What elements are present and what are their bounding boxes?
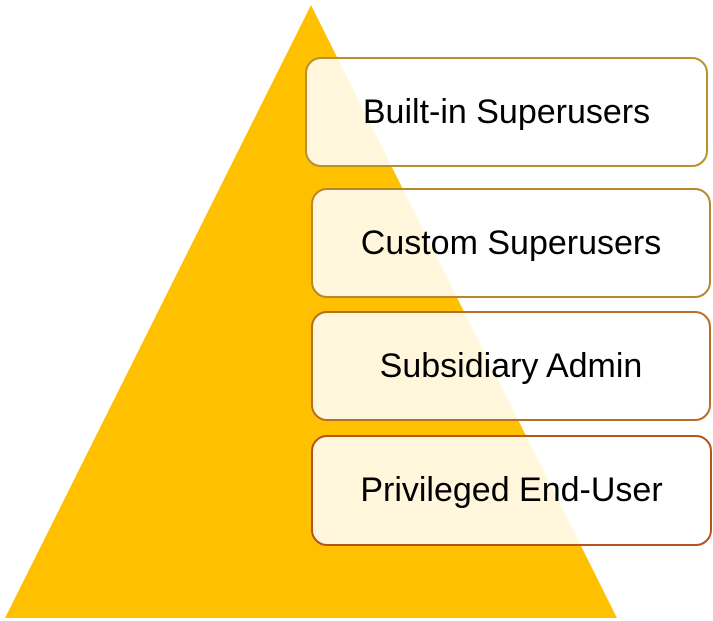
level-built-in-superusers: Built-in Superusers (305, 57, 708, 167)
level-label: Privileged End-User (360, 471, 663, 509)
level-label: Custom Superusers (360, 223, 662, 262)
level-custom-superusers: Custom Superusers (311, 188, 711, 298)
level-subsidiary-admin: Subsidiary Admin (311, 311, 711, 421)
level-label: Subsidiary Admin (379, 346, 643, 385)
level-label: Built-in Superusers (362, 92, 651, 131)
level-privileged-end-user: Privileged End-User (311, 435, 712, 546)
